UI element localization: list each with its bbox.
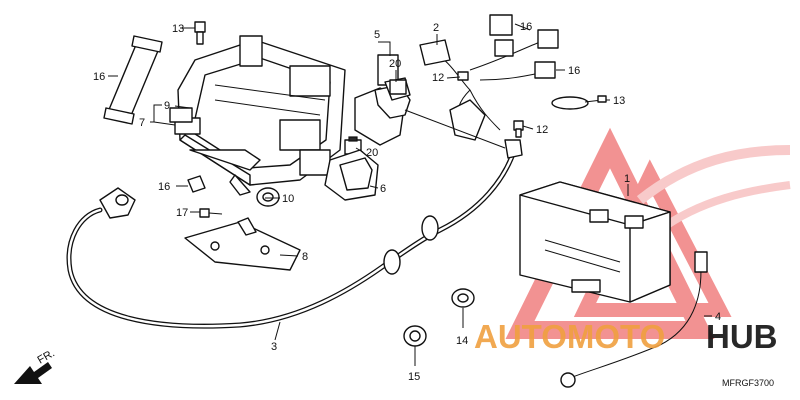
callout-16b: 16 (568, 65, 580, 77)
battery-cable-4 (560, 251, 708, 388)
callout-11: 13 (172, 23, 184, 35)
callout-5: 5 (374, 29, 380, 41)
callout-17: 16 (158, 181, 170, 193)
bolt-12 (513, 120, 524, 138)
callout-14: 14 (456, 335, 468, 347)
callout-12a: 12 (432, 72, 444, 84)
callout-2: 2 (433, 22, 439, 34)
callout-8: 8 (302, 251, 308, 263)
battery (519, 181, 671, 303)
callout-6: 6 (380, 183, 386, 195)
relay-20-upper (389, 79, 407, 95)
bolt-19 (199, 208, 223, 218)
cable-strap (551, 95, 607, 110)
battery-holder (169, 35, 346, 196)
battery-band (103, 35, 163, 125)
callout-15: 15 (408, 371, 420, 383)
battery-cable-3 (66, 139, 523, 329)
direction-label: FR. (36, 347, 57, 366)
front-arrow-icon (14, 362, 52, 384)
diagram-code: MFRGF3700 (722, 378, 774, 388)
clamp-15 (403, 325, 427, 347)
relay-assembly (354, 54, 411, 146)
grommet-10 (256, 187, 280, 207)
callout-20b: 20 (366, 147, 378, 159)
bolt-11 (194, 21, 206, 45)
callout-10: 10 (282, 193, 294, 205)
callout-16a: 16 (520, 21, 532, 33)
clamp-14 (451, 288, 475, 308)
callout-12b: 12 (536, 124, 548, 136)
nut-17 (187, 175, 206, 193)
callout-1: 1 (624, 173, 630, 185)
callout-leaders (108, 23, 712, 366)
watermark-part2: HUB (706, 318, 778, 355)
callout-20a: 20 (389, 58, 401, 70)
wire-harness (404, 14, 559, 149)
callout-18: 16 (93, 71, 105, 83)
callout-4: 4 (715, 311, 721, 323)
watermark-text: AUTOMOTO HUB (474, 318, 778, 355)
relay-cover (324, 149, 379, 201)
callout-19: 17 (176, 207, 188, 219)
callout-3: 3 (271, 341, 277, 353)
bracket-8 (184, 217, 301, 271)
callout-7: 7 (139, 117, 145, 129)
watermark-part1: AUTOMOTO (474, 318, 665, 355)
callout-13: 13 (613, 95, 625, 107)
callout-9: 9 (164, 100, 170, 112)
